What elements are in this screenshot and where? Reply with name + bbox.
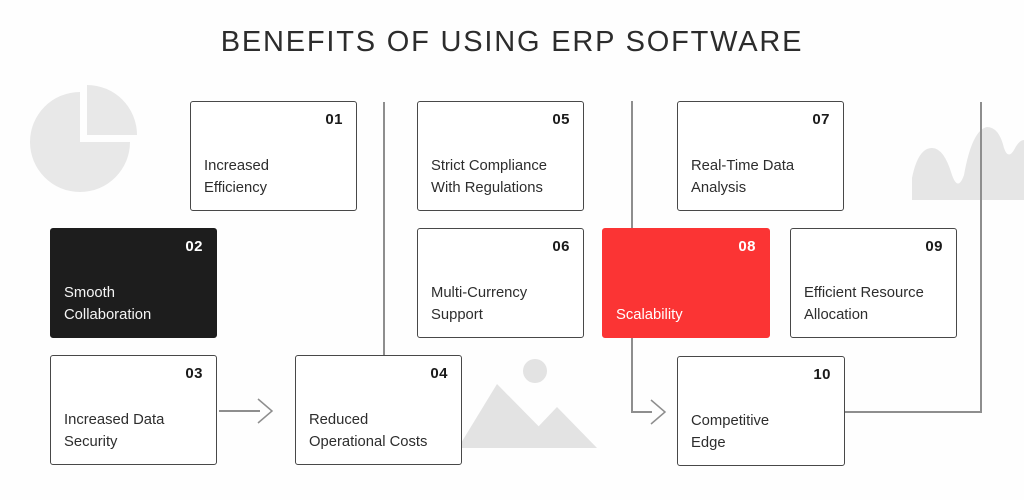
benefit-number: 07 (812, 111, 830, 128)
benefit-label: Smooth Collaboration (64, 284, 152, 323)
pie-chart-graphic (30, 85, 137, 192)
mountains-sun-graphic (458, 359, 597, 448)
benefit-label: Real-Time Data Analysis (691, 157, 795, 196)
benefit-number: 04 (430, 365, 448, 382)
benefit-card-06: 06 Multi-Currency Support (417, 228, 584, 338)
benefit-number: 08 (738, 238, 756, 255)
area-waves-graphic (912, 127, 1024, 200)
benefit-number: 03 (185, 365, 203, 382)
benefit-number: 01 (325, 111, 343, 128)
benefit-number: 02 (185, 238, 203, 255)
benefit-label: Strict Compliance With Regulations (431, 157, 547, 196)
page-title: BENEFITS OF USING ERP SOFTWARE (220, 26, 804, 58)
benefit-number: 09 (925, 238, 943, 255)
benefit-label: Scalability (616, 306, 683, 323)
benefit-card-05: 05 Strict Compliance With Regulations (417, 101, 584, 211)
benefit-card-03: 03 Increased Data Security (50, 355, 217, 465)
benefit-label: Increased Efficiency (204, 157, 269, 196)
benefit-card-08: 08 Scalability (602, 228, 770, 338)
arrowhead-into-card10-icon (650, 399, 667, 425)
connector-card10-right (845, 102, 982, 413)
benefit-card-04: 04 Reduced Operational Costs (295, 355, 462, 465)
benefit-label: Multi-Currency Support (431, 284, 528, 323)
benefit-label: Increased Data Security (64, 411, 165, 450)
benefit-card-09: 09 Efficient Resource Allocation (790, 228, 957, 338)
benefit-label: Efficient Resource Allocation (804, 284, 924, 323)
arrowhead-into-card4-icon (257, 398, 274, 424)
connector-to-card-10 (631, 101, 652, 413)
benefit-number: 06 (552, 238, 570, 255)
benefit-card-01: 01 Increased Efficiency (190, 101, 357, 211)
benefit-card-07: 07 Real-Time Data Analysis (677, 101, 844, 211)
benefit-number: 10 (813, 366, 831, 383)
benefit-label: Reduced Operational Costs (309, 411, 428, 450)
benefit-label: Competitive Edge (691, 412, 770, 451)
benefit-number: 05 (552, 111, 570, 128)
benefit-card-02: 02 Smooth Collaboration (50, 228, 217, 338)
benefit-card-10: 10 Competitive Edge (677, 356, 845, 466)
